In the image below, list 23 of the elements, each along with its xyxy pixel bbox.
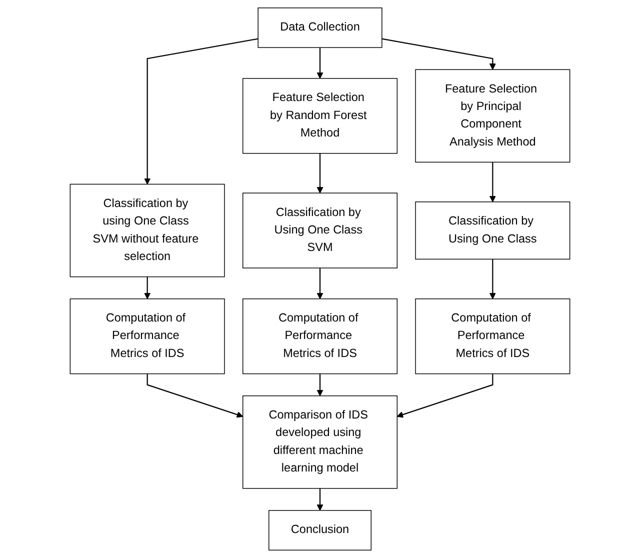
node-box: Conclusion	[268, 510, 372, 550]
arrow	[316, 48, 324, 79]
node-box: Classification by using One Class SVM without feature selection	[70, 184, 225, 278]
arrow	[316, 268, 324, 300]
arrow	[489, 162, 496, 202]
node-box: Feature Selection by Random Forest Method	[242, 78, 398, 154]
arrow	[316, 153, 324, 194]
node-box: Comparison of IDS developed using different machine learning model	[242, 395, 398, 489]
node-box: Computation of Performance Metrics of IDS	[415, 298, 570, 374]
arrow	[146, 374, 244, 418]
arrow	[382, 38, 496, 70]
node-box: Classification by Using One Class SVM	[242, 192, 398, 268]
arrow	[316, 488, 324, 511]
node-box: Computation of Performance Metrics of IDS	[242, 298, 398, 374]
arrow	[489, 259, 496, 300]
node-box: Feature Selection by Principal Component Analysis Method	[415, 69, 570, 163]
arrow	[144, 38, 258, 184]
node-box: Data Collection	[258, 8, 382, 48]
arrow	[144, 276, 151, 300]
arrow	[396, 374, 494, 418]
node-box: Classification by Using One Class	[415, 201, 570, 260]
node-box: Computation of Performance Metrics of IDS	[70, 298, 225, 374]
arrow	[316, 374, 324, 396]
